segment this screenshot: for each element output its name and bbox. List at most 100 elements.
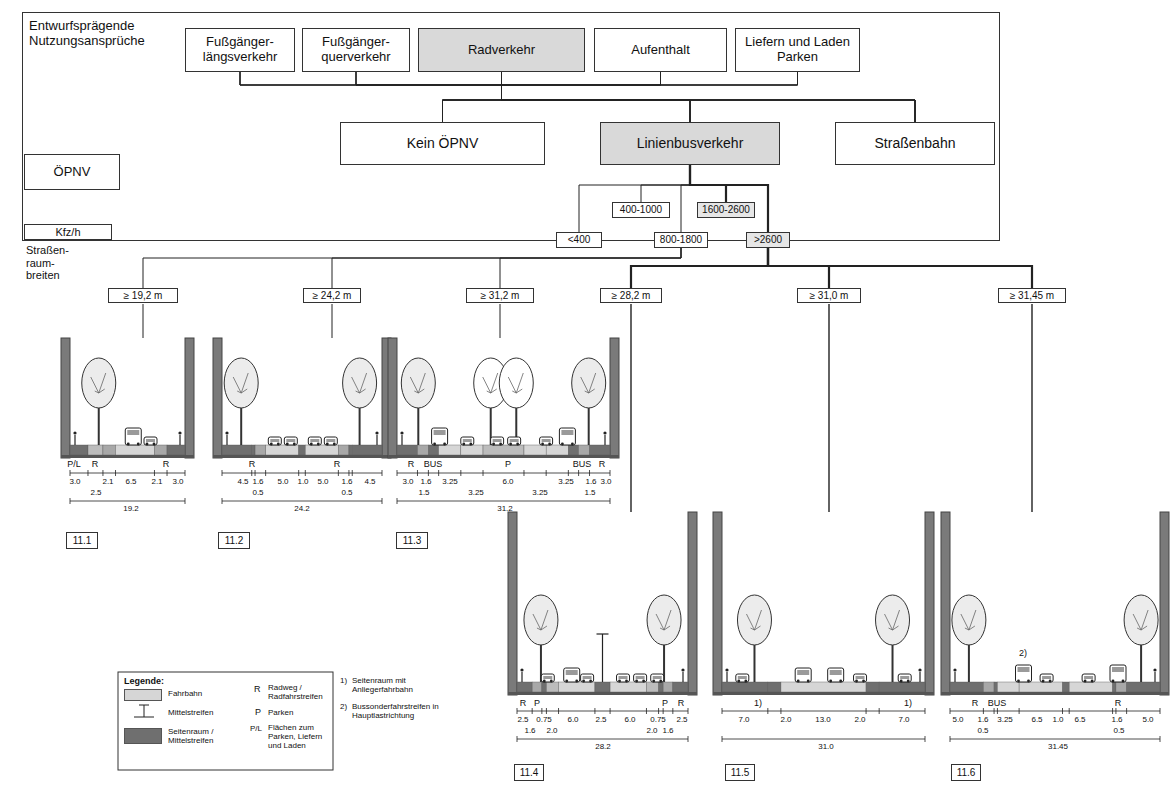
dimension-value: 1.0 <box>297 477 308 486</box>
connector-line <box>500 248 681 288</box>
legend-text: Parken <box>268 708 330 717</box>
axis-label: Straßen- raum- breiten <box>26 244 78 282</box>
legend-heading: Legende: <box>124 676 164 686</box>
category-box: ≥ 31,2 m <box>466 288 534 303</box>
category-box: >2600 <box>746 232 790 248</box>
note-text: Bussonderfahrstreifen in Hauptlastrichtu… <box>352 702 457 720</box>
dimension-value: 1.0 <box>1052 715 1063 724</box>
dimension-value: 1.6 <box>341 477 352 486</box>
dimension-value: 3.0 <box>600 477 611 486</box>
dimension-value: 13.0 <box>815 715 831 724</box>
lane-code: R <box>249 459 256 469</box>
dimension-value: 2.1 <box>151 477 162 486</box>
dimension-value: 3.0 <box>69 477 80 486</box>
connector-line <box>240 72 915 122</box>
node-text: Aufenthalt <box>631 43 690 58</box>
category-box: 800-1800 <box>654 232 708 248</box>
node-text: Liefern und Laden Parken <box>736 35 859 65</box>
dimension-value: 4.5 <box>364 477 375 486</box>
lane-code: R <box>92 459 99 469</box>
connector-line <box>240 72 690 122</box>
dimension-value: 2.5 <box>90 488 101 497</box>
category-box: Kein ÖPNV <box>340 122 545 165</box>
leader-line <box>1031 304 1032 512</box>
dimension-value: 0.5 <box>977 726 988 735</box>
category-box: ≥ 24,2 m <box>303 288 361 303</box>
dimension-value: 1.6 <box>420 477 431 486</box>
node-text: Straßenbahn <box>875 135 956 151</box>
category-box: Liefern und Laden Parken <box>735 28 860 72</box>
node-text: Kein ÖPNV <box>407 135 479 151</box>
legend-text: Radweg / Radfahrstreifen <box>268 683 330 701</box>
category-box: <400 <box>556 232 602 248</box>
dimension-value: 1.6 <box>662 726 673 735</box>
connector-line <box>332 248 681 288</box>
lane-code: BUS <box>988 698 1007 708</box>
node-text: ≥ 19,2 m <box>124 290 163 302</box>
dimension-value: 7.0 <box>738 715 749 724</box>
node-text: ≥ 31,0 m <box>810 290 849 302</box>
dimension-value: 2.0 <box>854 715 865 724</box>
connector-line <box>768 248 1032 288</box>
dimension-value: 1.5 <box>584 488 595 497</box>
dimension-value: 5.0 <box>277 477 288 486</box>
connector-line <box>143 248 681 288</box>
connector-line <box>579 165 690 232</box>
legend-text: Flächen zum Parken, Liefern und Laden <box>268 723 330 751</box>
node-text: 400-1000 <box>620 204 662 216</box>
dimension-value: 5.0 <box>317 477 328 486</box>
dimension-value: 2.0 <box>780 715 791 724</box>
connector-line <box>502 72 691 122</box>
connector-line <box>356 72 690 122</box>
dimension-value: 6.5 <box>1074 715 1085 724</box>
dimension-value: 1.6 <box>252 477 263 486</box>
node-text: ≥ 31,2 m <box>481 290 520 302</box>
lane-code: BUS <box>573 459 592 469</box>
leader-line <box>828 304 829 512</box>
node-text: 1600-2600 <box>702 204 750 216</box>
connector-line <box>502 72 691 122</box>
node-text: 800-1800 <box>660 234 702 246</box>
dimension-value: 6.0 <box>502 477 513 486</box>
dimension-value: 5.0 <box>952 715 963 724</box>
category-box: 11.6 <box>951 764 981 781</box>
legend-text: Seitenraum / Mittelstreifen <box>168 727 230 745</box>
lane-code: P <box>505 459 511 469</box>
legend-frame <box>118 672 333 770</box>
dimension-value: 6.5 <box>125 477 136 486</box>
leader-line <box>630 304 631 512</box>
dimension-value: 0.75 <box>650 715 666 724</box>
node-text: Kfz/h <box>55 226 80 239</box>
legend-swatch <box>124 689 162 701</box>
category-box: ≥ 31,45 m <box>998 288 1066 303</box>
node-text: >2600 <box>754 234 782 246</box>
street-cross-section <box>213 338 391 504</box>
dimension-value: 2.5 <box>676 715 687 724</box>
connector-line <box>356 72 915 122</box>
connector-line <box>502 72 798 122</box>
lane-code: R <box>678 698 685 708</box>
category-box: Fußgänger- querverkehr <box>302 28 410 72</box>
category-box: 1600-2600 <box>697 202 755 218</box>
dimension-value: 3.0 <box>402 477 413 486</box>
category-box: ≥ 19,2 m <box>108 288 178 303</box>
connector-line <box>681 165 690 232</box>
connector-line <box>443 72 661 122</box>
street-cross-section <box>61 338 194 504</box>
dimension-value: 0.5 <box>341 488 352 497</box>
dimension-value: 2.1 <box>102 477 113 486</box>
node-text: 11.3 <box>403 535 422 547</box>
category-box: Kfz/h <box>24 224 112 240</box>
category-box: 11.5 <box>725 764 755 781</box>
lane-code: R <box>520 698 527 708</box>
node-text: ≥ 28,2 m <box>612 290 651 302</box>
dimension-value: 3.25 <box>997 715 1013 724</box>
dimension-value: 2.5 <box>595 715 606 724</box>
legend-swatch <box>124 728 162 744</box>
legend-text: Fahrbahn <box>168 689 248 698</box>
legend-symbol: P/L <box>250 724 262 733</box>
category-box: ≥ 28,2 m <box>600 288 662 303</box>
lane-code: R <box>408 459 415 469</box>
street-cross-section <box>941 512 1169 742</box>
